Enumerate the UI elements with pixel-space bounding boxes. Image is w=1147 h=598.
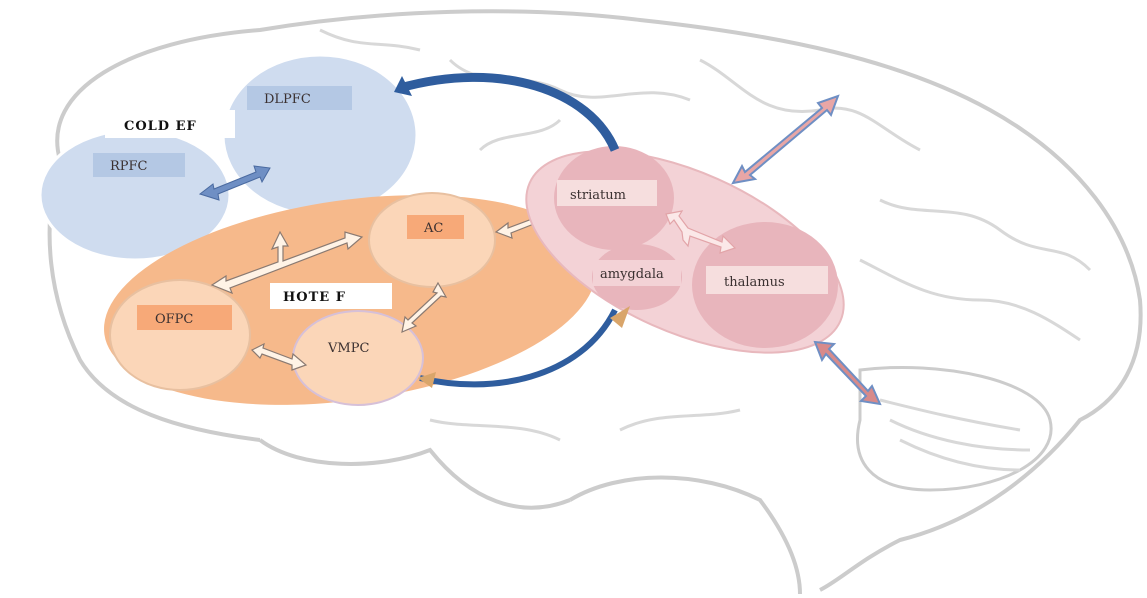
dlpfc-circle bbox=[221, 53, 419, 217]
striatum-dlpfc-curve bbox=[398, 73, 620, 152]
rpfc-label-box bbox=[93, 153, 185, 177]
striatum-label: striatum bbox=[570, 188, 626, 203]
dlpfc-label: DLPFC bbox=[264, 92, 311, 107]
amygdala-label: amygdala bbox=[600, 267, 664, 282]
dlpfc-label-box bbox=[247, 86, 352, 110]
external-arrows bbox=[731, 94, 882, 406]
amygdala-vmpc-head-bottom bbox=[418, 372, 436, 388]
hot-cold-y-arrow bbox=[210, 230, 364, 295]
ac-label-box bbox=[407, 215, 464, 239]
ofpc-label-box bbox=[137, 305, 232, 330]
cold-ef-title-box bbox=[105, 110, 235, 138]
striatum-label-box bbox=[557, 180, 657, 206]
subcortical-group: striatum thalamus amygdala bbox=[525, 146, 845, 354]
amygdala-label-box bbox=[593, 260, 681, 286]
amygdala-vmpc-curve bbox=[419, 308, 618, 388]
hot-ef-group: AC OFPC VMPC HOTE F bbox=[104, 192, 596, 406]
thalamus-label: thalamus bbox=[724, 275, 785, 290]
ofpc-label: OFPC bbox=[155, 312, 193, 327]
ofpc-vmpc-arrow bbox=[250, 342, 308, 371]
curved-arrows bbox=[394, 73, 630, 388]
ac-circle bbox=[368, 192, 496, 288]
cold-ef-group: DLPFC RPFC COLD EF bbox=[38, 53, 419, 262]
cold-ef-title: COLD EF bbox=[124, 119, 197, 134]
rpfc-label: RPFC bbox=[110, 159, 148, 174]
amygdala-vmpc-head-top bbox=[610, 306, 630, 328]
ac-vmpc-arrow bbox=[401, 281, 448, 334]
thalamus-label-box bbox=[706, 266, 828, 294]
upper-external-arrow bbox=[731, 94, 840, 185]
hot-ef-title-box bbox=[270, 283, 392, 309]
ac-label: AC bbox=[423, 221, 443, 236]
dlpfc-rpfc-arrow bbox=[198, 165, 271, 201]
ofpc-circle bbox=[109, 279, 251, 391]
lower-external-arrow bbox=[813, 340, 882, 406]
striatum-dlpfc-head bbox=[394, 76, 412, 96]
vmpc-label: VMPC bbox=[327, 341, 369, 356]
hot-ef-title: HOTE F bbox=[283, 290, 346, 305]
subcortical-y-arrow bbox=[665, 210, 737, 254]
